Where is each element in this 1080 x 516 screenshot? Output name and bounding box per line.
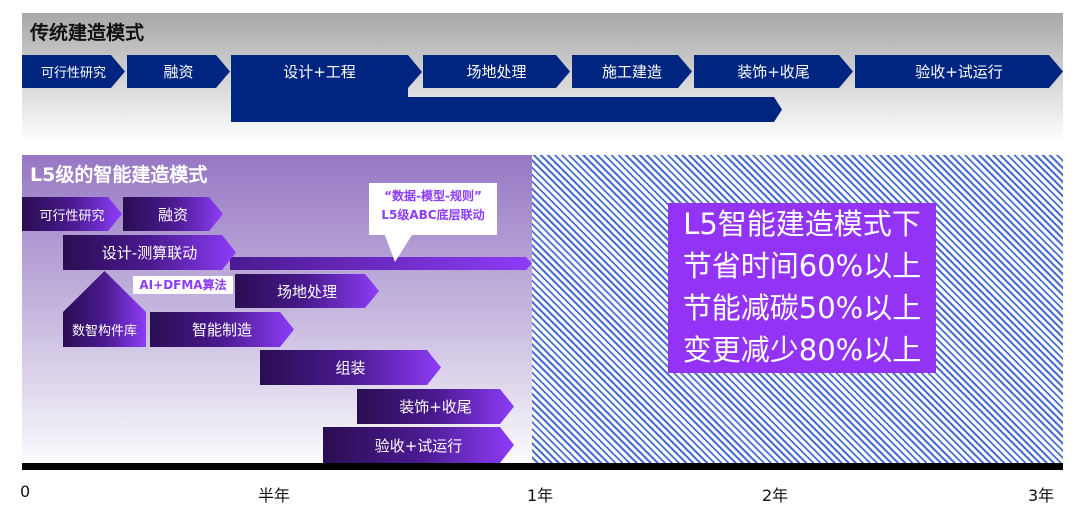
callout-pointer [383, 230, 415, 262]
l5-stage-acceptance: 验收+试运行 [323, 427, 514, 463]
l5-title: L5级的智能建造模式 [30, 164, 208, 186]
trad-stage-financing: 融资 [127, 55, 230, 88]
l5-stage-finishing: 装饰+收尾 [357, 389, 514, 424]
tick-0: 0 [20, 482, 31, 501]
l5-stage-assembly: 组装 [260, 350, 441, 385]
callout-box: “数据-模型-规则” L5级ABC底层联动 [369, 183, 497, 235]
tick-3-year: 3年 [1028, 486, 1055, 505]
callout-line-2: L5级ABC底层联动 [381, 208, 485, 222]
trad-stage-feasibility: 可行性研究 [22, 55, 125, 88]
tick-1-year: 1年 [527, 486, 554, 505]
trad-design-extension-bar [231, 97, 782, 122]
callout-line-1: “数据-模型-规则” [384, 189, 482, 203]
l5-stage-manufacturing: 智能制造 [150, 312, 294, 347]
ai-dfma-label: AI+DFMA算法 [133, 276, 233, 294]
result-box: L5智能建造模式下 节省时间60%以上 节能减碳50%以上 变更减少80%以上 [668, 203, 936, 373]
result-line-1: L5智能建造模式下 [683, 207, 921, 241]
l5-stage-feasibility: 可行性研究 [22, 197, 122, 231]
trad-stage-acceptance: 验收+试运行 [855, 55, 1063, 88]
trad-stage-construction: 施工建造 [572, 55, 692, 88]
result-line-3: 节能减碳50%以上 [682, 291, 922, 325]
tick-2-year: 2年 [762, 486, 789, 505]
l5-stage-financing: 融资 [123, 197, 223, 231]
l5-stage-site: 场地处理 [235, 274, 379, 308]
timeline-axis [22, 463, 1063, 470]
trad-stage-finishing: 装饰+收尾 [694, 55, 853, 88]
trad-stage-design: 设计+工程 [283, 63, 356, 81]
tick-half-year: 半年 [258, 486, 291, 505]
l5-design-extension-bar [230, 257, 532, 270]
trad-stage-site: 场地处理 [423, 55, 570, 88]
result-line-2: 节省时间60%以上 [682, 249, 922, 283]
traditional-title: 传统建造模式 [30, 22, 145, 44]
l5-stage-design: 设计-测算联动 [63, 235, 236, 270]
result-line-4: 变更减少80%以上 [682, 333, 922, 367]
